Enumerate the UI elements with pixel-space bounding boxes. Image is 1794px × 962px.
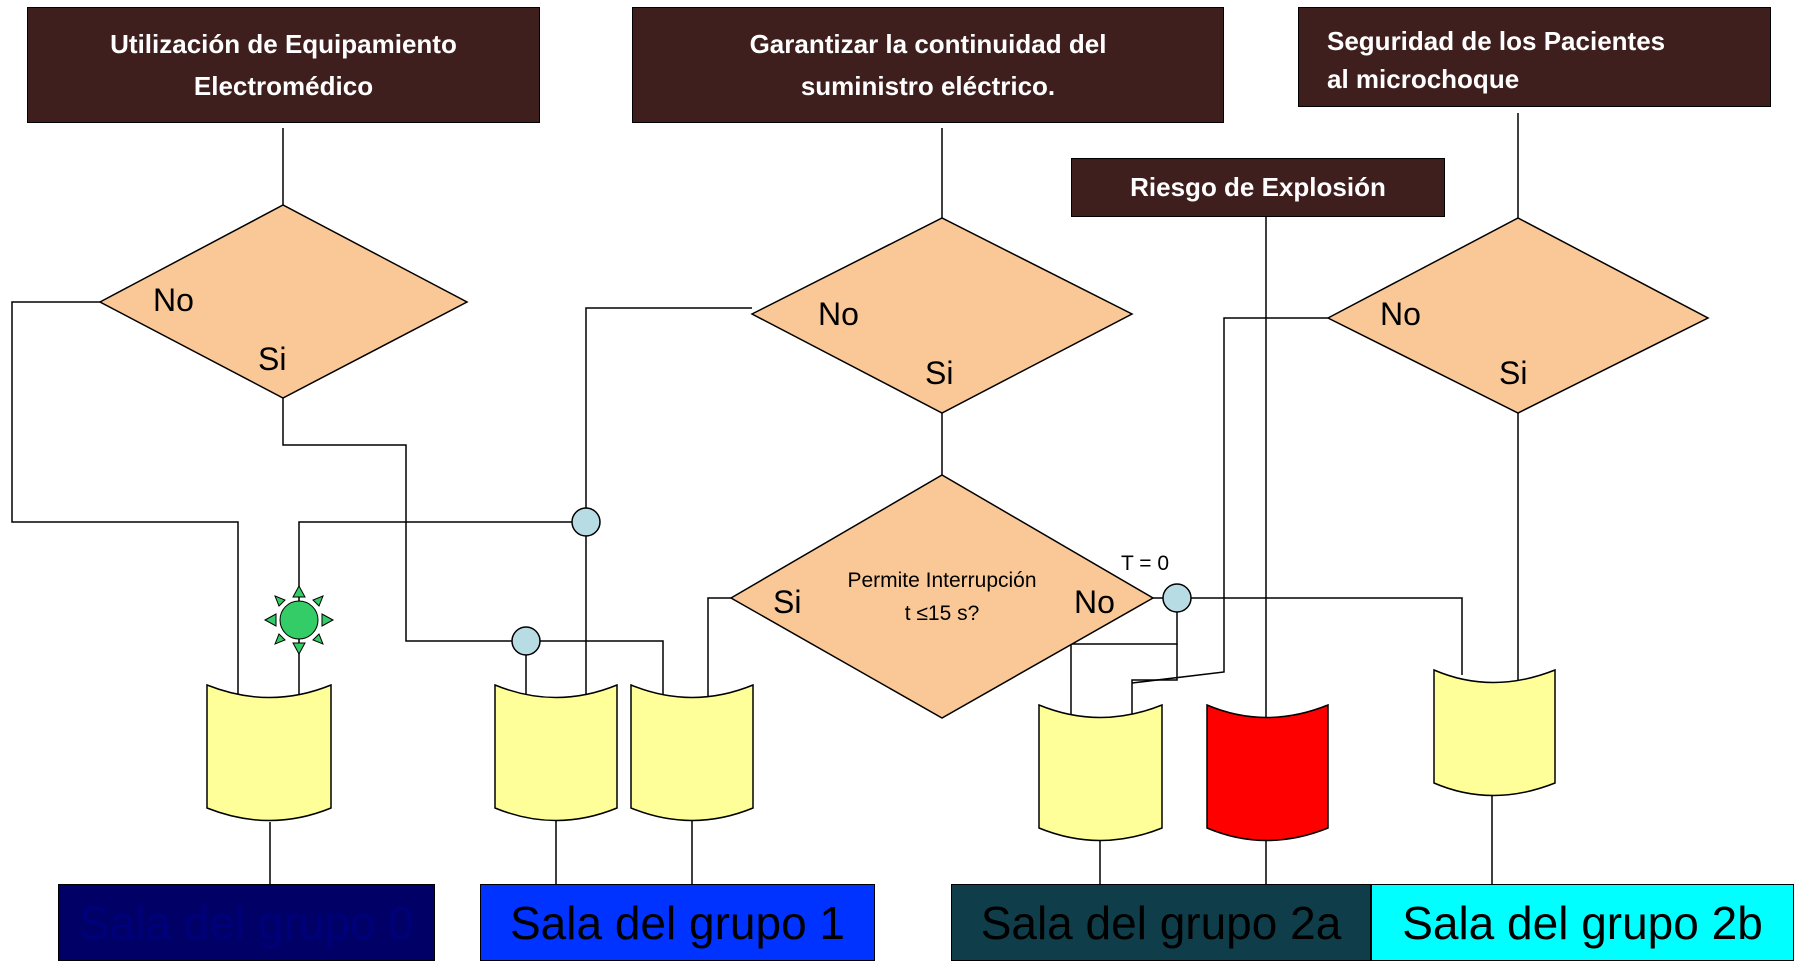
- junction-connector-1: [571, 507, 601, 537]
- connector-lines: [11, 113, 1519, 884]
- room-group-0-label: Sala del grupo 0: [78, 897, 415, 949]
- junction-connector-3: [1162, 583, 1192, 613]
- supply-cylinder-group-1-b: [630, 683, 754, 822]
- header-equipment-line2: Electromédico: [193, 71, 374, 101]
- equipment-no-label: No: [153, 282, 194, 318]
- decision-continuity-diamond: [750, 217, 1134, 414]
- safety-no-label: No: [1380, 296, 1421, 332]
- sun-icon: [263, 584, 335, 656]
- header-continuity-line1: Garantizar la continuidad del: [749, 29, 1107, 59]
- header-equipment-line1: Utilización de Equipamiento: [110, 29, 457, 59]
- supply-cylinder-group-2a: [1038, 703, 1163, 842]
- room-group-2a: Sala del grupo 2a: [951, 884, 1371, 961]
- interruption-question-line2: t ≤15 s?: [905, 602, 980, 625]
- interruption-question-line1: Permite Interrupción: [847, 569, 1036, 592]
- header-explosion: Riesgo de Explosión: [1071, 158, 1445, 217]
- decision-safety-diamond: [1326, 217, 1710, 414]
- continuity-no-label: No: [818, 296, 859, 332]
- room-group-1: Sala del grupo 1: [480, 884, 875, 961]
- room-group-2b: Sala del grupo 2b: [1371, 884, 1794, 961]
- safety-yes-label: Si: [1499, 355, 1527, 391]
- room-group-1-label: Sala del grupo 1: [509, 897, 846, 949]
- supply-cylinder-group-0: [206, 683, 332, 822]
- continuity-yes-label: Si: [925, 355, 953, 391]
- time-zero-label: T = 0: [1121, 552, 1169, 575]
- header-safety-line2: al microchoque: [1327, 64, 1520, 94]
- header-safety-line1: Seguridad de los Pacientes: [1327, 26, 1666, 56]
- junction-connector-2: [511, 626, 541, 656]
- decision-interruption-diamond: [729, 474, 1155, 719]
- equipment-yes-label: Si: [258, 341, 286, 377]
- interruption-yes-label: Si: [773, 584, 801, 620]
- room-group-0: Sala del grupo 0: [58, 884, 435, 961]
- interruption-no-label: No: [1074, 584, 1115, 620]
- header-equipment: Utilización de Equipamiento Electromédic…: [27, 7, 540, 123]
- decision-equipment-diamond: [98, 204, 469, 399]
- header-continuity-line2: suministro eléctrico.: [800, 71, 1056, 101]
- header-safety: Seguridad de los Pacientes al microchoqu…: [1298, 7, 1771, 107]
- room-group-2b-label: Sala del grupo 2b: [1402, 897, 1763, 949]
- supply-cylinder-group-2b: [1433, 668, 1556, 797]
- room-group-2a-label: Sala del grupo 2a: [980, 897, 1342, 949]
- header-explosion-text: Riesgo de Explosión: [1130, 172, 1386, 202]
- cylinders: [206, 668, 1556, 842]
- supply-cylinder-group-1-a: [494, 683, 618, 822]
- header-continuity: Garantizar la continuidad del suministro…: [632, 7, 1224, 123]
- danger-cylinder-explosion: [1206, 703, 1329, 842]
